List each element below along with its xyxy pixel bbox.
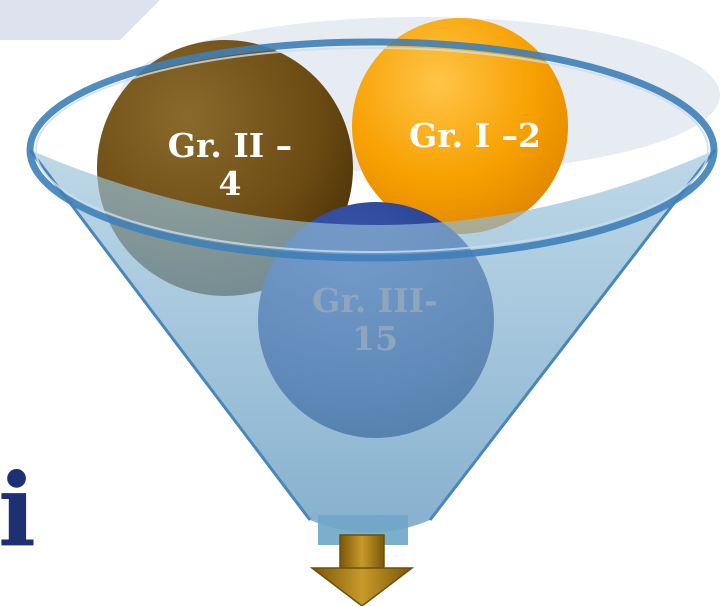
circle-gr1 (352, 18, 568, 234)
down-arrow-icon (309, 534, 415, 606)
funnel-right-edge (428, 149, 717, 521)
group-label-gr3: Gr. III- 15 (312, 281, 438, 358)
group-label-gr2: Gr. II – 4 (167, 126, 293, 203)
group-label-gr1: Gr. I –2 (409, 116, 541, 155)
funnel-rim (26, 38, 718, 262)
partial-side-text: i (0, 451, 36, 569)
funnel-left-edge (28, 149, 312, 521)
funnel-rim-highlight (35, 47, 709, 253)
header-banner-shape (0, 0, 160, 40)
